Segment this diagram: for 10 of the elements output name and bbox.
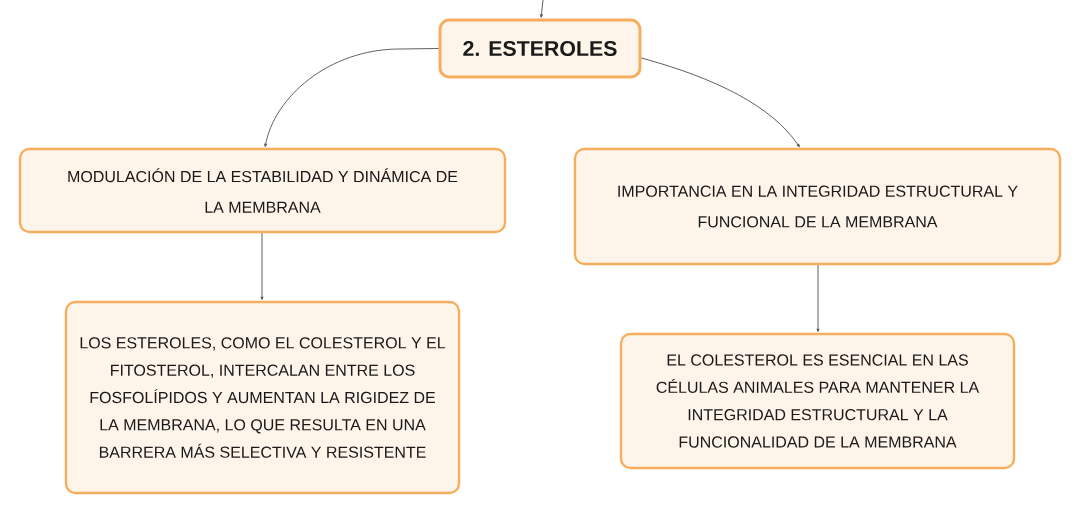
- detail-box: LOS ESTEROLES, COMO EL COLESTEROL Y EL FITOSTEROL, INTERCALAN ENTRE LOS FOSFOLÍPIDOS Y AUMENTAN LA RIGIDEZ DE LA MEMBRANA, LO QUE RESULTA EN UNA BARRERA MÁS SELECTIVA Y RESISTENTE: [64, 300, 461, 495]
- arrow: [641, 57, 800, 148]
- topic-box: 2. ESTEROLES: [438, 18, 642, 79]
- arrow: [539, 0, 544, 18]
- arrow: [260, 232, 264, 301]
- arrow: [264, 48, 439, 148]
- concept-box: IMPORTANCIA EN LA INTEGRIDAD ESTRUCTURAL Y FUNCIONAL DE LA MEMBRANA: [573, 147, 1062, 266]
- concept-box: MODULACIÓN DE LA ESTABILIDAD Y DINÁMICA DE LA MEMBRANA: [18, 147, 507, 234]
- detail-box: EL COLESTEROL ES ESENCIAL EN LAS CÉLULAS ANIMALES PARA MANTENER LA INTEGRIDAD ESTRUCTURAL Y LA FUNCIONALIDAD DE LA MEMBRANA: [619, 332, 1016, 470]
- arrow: [816, 264, 820, 333]
